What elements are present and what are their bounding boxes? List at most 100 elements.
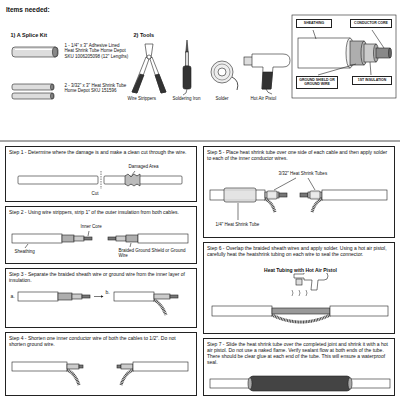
pistol-grip [262,72,273,89]
callout-text: SHEATHING [298,21,330,25]
part-label: Damaged Area [128,164,159,169]
callout-box: 1ST INSULATION [352,76,392,85]
conductor-core [108,237,116,240]
cable [18,176,98,184]
part-label: Cut [91,191,99,196]
pistol-body [252,54,290,89]
inner-insulation [154,294,170,299]
cable-sheath [114,292,154,301]
splice-kit [12,47,58,99]
leader-line [88,231,89,236]
step5-figure [210,178,387,220]
step-text: Step 3 - Separate the braided sheath wir… [9,271,193,283]
step-panel: Step 7 - Slide the heat shrink tube over… [203,338,395,396]
braid-joint [272,315,330,322]
conductor-core [82,295,90,298]
conductor-core [117,365,121,368]
cable-sheath [322,190,387,200]
leader-line [318,64,356,75]
braid-shield [58,293,72,300]
part-label: Braided Ground Shield or Ground Wire [118,248,191,259]
item-description: 2 - 3/32" x 3" Heat Shrink Tube Home Dep… [64,83,129,94]
step3-figure [18,292,178,315]
cable-sheath [138,234,188,243]
iron-shaft [186,52,189,66]
thin-tube [310,191,320,199]
solder-wire [232,77,238,90]
iron-cord [183,89,187,95]
step-text: Step 1 - Determine where the damage is a… [9,149,193,155]
leader-line [238,203,239,220]
stripper-jaw [145,44,153,58]
pistol-nozzle [296,279,302,285]
step-text: Step 6 - Overlap the braided sheath wire… [207,245,391,257]
solder-coil [214,64,230,80]
callout-box: CONDUCTOR CORE [350,19,392,28]
inner-insulation [121,364,133,369]
inner-insulation [265,192,279,198]
leader-line [274,178,296,190]
stripper-handle [132,57,149,93]
stripper-pivot [147,55,151,59]
cable-sheath [133,362,188,371]
conductor-core [376,48,390,58]
step2-figure [12,231,188,248]
conductor-core [79,365,83,368]
step-panel: Step 6 - Overlap the braided sheath wire… [203,242,395,334]
section-heading: 2) Tools [133,32,155,39]
section-rule [0,141,400,142]
solder-spool [211,61,233,83]
braid-twist [121,370,133,385]
stripper-handle [150,57,166,93]
leader-line [25,244,28,248]
cable-sheath [330,306,388,316]
part-label: Sheathing [14,249,35,254]
leader-line [370,62,371,75]
leader-line [313,30,316,39]
cable-sheath [12,234,62,243]
braid-twist [67,370,79,385]
tube-shine [15,49,52,50]
step-panel: Step 4 - Shorten one inner conductor wir… [5,332,197,396]
spool-hole [218,68,226,76]
tool-label: Hot Air Pistol [250,96,277,101]
conductor-core [300,193,308,197]
heat-waves [292,290,307,296]
inner-insulation [116,236,126,241]
cable-sheath [212,306,272,316]
part-label: Inner Core [80,224,102,229]
cable-sheath [12,362,67,371]
tool-label: Solder [215,96,229,101]
callout-text: CONDUCTOR CORE [352,21,390,25]
pistol-cord [266,89,272,94]
shrunk-tubes [272,308,330,314]
tube-end [51,84,54,90]
step-text: Step 5 - Place heat shrink tube over one… [207,149,391,161]
conductor-core [170,295,178,298]
tool-label: Soldering Iron [172,96,201,101]
iron-tip [186,40,188,52]
inner-insulation [72,294,82,299]
step1-figure [18,171,182,189]
conductor-core [279,193,287,197]
step-text: Step 4 - Shorten one inner conductor wir… [9,335,193,347]
damage [125,174,140,186]
braid-shield [126,235,138,242]
callout-box: SHEATHING [296,19,332,28]
heat-shrink-tube [12,47,58,57]
callout-text: 1ST INSULATION [354,78,390,82]
step-arrow [94,296,103,297]
step-text: Step 7 - Slide the heat shrink tube over… [207,341,391,365]
callout-text: GROUND SHIELD OR GROUND WIRE [298,78,336,86]
step-panel: Step 1 - Determine where the damage is a… [5,146,197,202]
cable-sheath [298,38,350,68]
sub-step-letter: b. [105,289,110,295]
leader-line [372,30,384,48]
stripper-grip [155,74,166,93]
pistol-nozzle [244,57,253,65]
section-heading: 1) A Splice Kit [10,32,48,39]
braid-shield [62,235,74,242]
glue [248,378,252,390]
step-text: Step 2 - Using wire strippers, strip 1" … [9,209,193,215]
